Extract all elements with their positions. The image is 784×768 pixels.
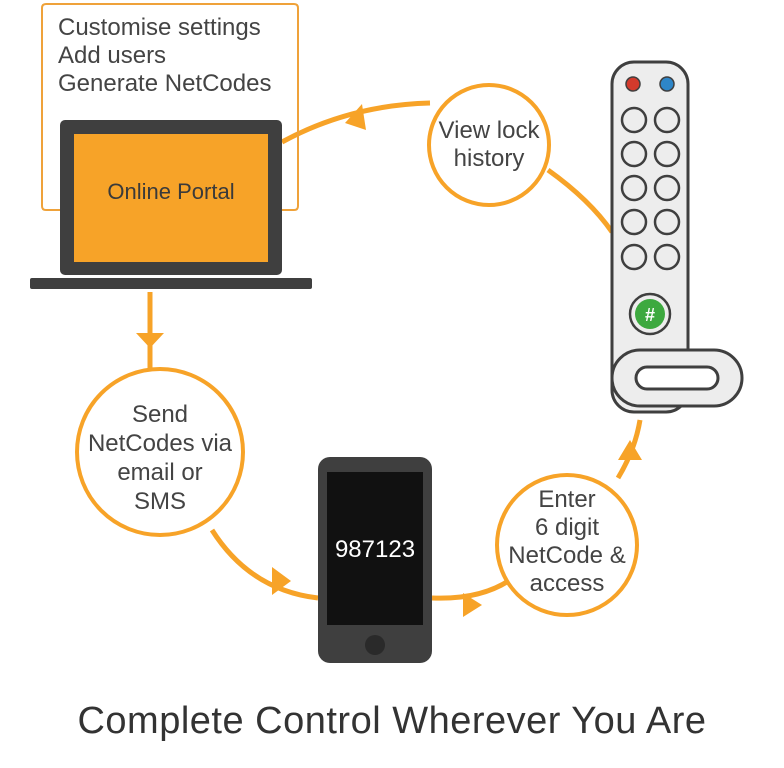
- led-red: [625, 76, 641, 92]
- hash-key-symbol: #: [645, 305, 655, 325]
- step-view-history-line-2: history: [454, 145, 525, 172]
- keypad-button: [653, 174, 681, 202]
- phone-home-button: [365, 635, 385, 655]
- phone-display-code: 987123: [335, 536, 415, 563]
- step-enter-netcode: Enter 6 digit NetCode & access: [495, 473, 639, 617]
- flow-arcs: [147, 100, 643, 601]
- step-enter-line-4: access: [530, 570, 605, 597]
- note-add-users: Add users: [58, 42, 167, 69]
- step-enter-line-2: 6 digit: [535, 514, 599, 541]
- step-view-history: View lock history: [427, 83, 551, 207]
- step-send-netcodes-circle: [75, 367, 245, 537]
- portal-notes-box: [41, 3, 299, 211]
- step-view-history-circle: [427, 83, 551, 207]
- keypad-lock: #: [610, 60, 744, 414]
- arc-send-to-phone: [209, 528, 319, 601]
- step-enter-line-1: Enter: [538, 486, 595, 513]
- step-send-line-4: SMS: [134, 488, 186, 515]
- keypad-button: [653, 208, 681, 236]
- lock-handle-slot: [634, 365, 720, 391]
- tagline: Complete Control Wherever You Are: [77, 700, 707, 742]
- arrowhead-to-enter: [463, 593, 482, 617]
- flow-arrowheads: [136, 104, 642, 617]
- keypad-button: [620, 140, 648, 168]
- phone-screen: [327, 472, 423, 625]
- arc-history-to-lock: [546, 167, 615, 234]
- keypad-button: [620, 174, 648, 202]
- arrowhead-up-right: [618, 440, 642, 460]
- arrowhead-to-phone: [272, 567, 291, 595]
- step-enter-netcode-circle: [495, 473, 639, 617]
- portal-notes: Customise settings Add users Generate Ne…: [58, 14, 271, 98]
- keypad-button: [620, 106, 648, 134]
- laptop-screen: [74, 134, 268, 262]
- laptop: Online Portal: [30, 120, 312, 289]
- arrowhead-down-left: [136, 333, 164, 348]
- hash-key: [635, 299, 665, 329]
- step-send-line-1: Send: [132, 401, 188, 428]
- led-blue: [659, 76, 675, 92]
- note-generate-netcodes: Generate NetCodes: [58, 70, 272, 97]
- keypad-buttons: [620, 106, 681, 271]
- keypad-button: [653, 106, 681, 134]
- note-customise-settings: Customise settings: [58, 14, 261, 41]
- arc-phone-to-enter: [431, 577, 512, 601]
- step-send-line-2: NetCodes via: [88, 430, 233, 457]
- step-send-netcodes: Send NetCodes via email or SMS: [75, 367, 245, 537]
- step-enter-line-3: NetCode &: [508, 542, 625, 569]
- step-view-history-line-1: View lock: [439, 117, 541, 144]
- keypad-button: [620, 208, 648, 236]
- laptop-screen-label: Online Portal: [107, 179, 234, 204]
- keypad-button: [620, 243, 648, 271]
- arrowhead-to-history: [345, 104, 366, 130]
- keypad-button: [653, 140, 681, 168]
- laptop-base: [30, 278, 312, 289]
- step-send-line-3: email or: [117, 459, 202, 486]
- smartphone: 987123: [318, 457, 432, 663]
- keypad-button: [653, 243, 681, 271]
